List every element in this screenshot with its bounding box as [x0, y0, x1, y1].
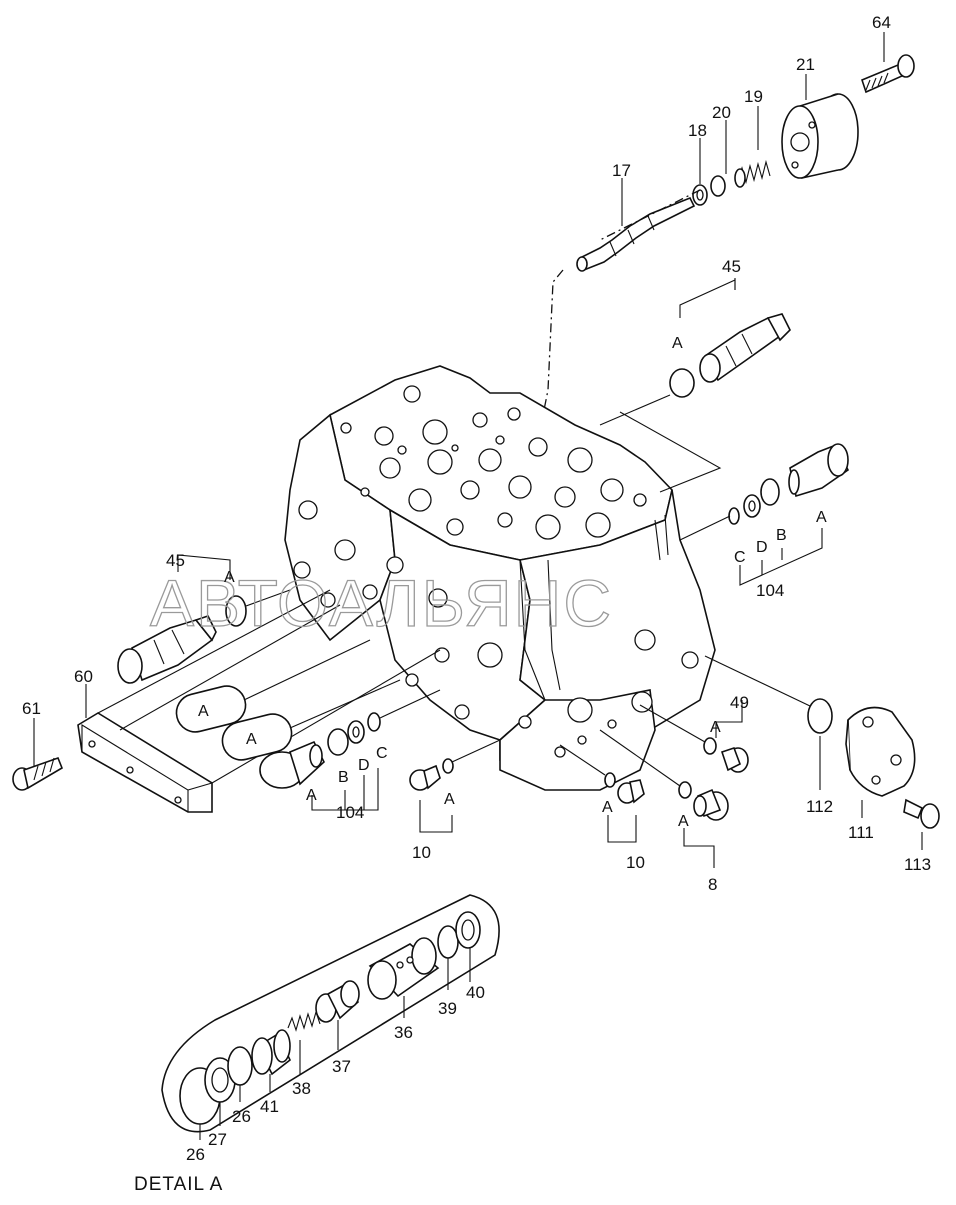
label-17: 17	[612, 161, 631, 180]
label-d-left: D	[358, 757, 370, 774]
label-a-10-left: A	[444, 791, 455, 808]
label-49: 49	[730, 693, 749, 712]
plug-left-104	[259, 740, 325, 789]
relief-valve-45-left	[117, 615, 217, 684]
solenoid-21	[781, 93, 859, 179]
spring-19	[734, 159, 771, 188]
label-b-left: B	[338, 769, 349, 786]
label-45-left: 45	[166, 551, 185, 570]
cover-111	[845, 706, 916, 797]
label-19: 19	[744, 87, 763, 106]
bolt-64	[861, 54, 915, 94]
oval-a-2	[221, 713, 293, 761]
label-64: 64	[872, 13, 891, 32]
label-39: 39	[438, 999, 457, 1018]
o-ring-b-left	[327, 728, 349, 756]
label-a-10-mid: A	[602, 799, 613, 816]
ring-c-left	[367, 712, 381, 732]
part-37	[315, 980, 360, 1023]
label-26-b: 26	[232, 1107, 251, 1126]
valve-body	[284, 365, 716, 791]
washer-18	[692, 184, 708, 206]
detail-a	[161, 894, 500, 1133]
plug-49	[720, 746, 749, 773]
label-c-right: C	[734, 549, 746, 566]
label-a-right-plug: A	[816, 509, 827, 526]
label-26-a: 26	[186, 1145, 205, 1164]
label-d-right: D	[756, 539, 768, 556]
label-18: 18	[688, 121, 707, 140]
watermark: АВТОАЛЬЯНС	[150, 566, 613, 640]
label-41: 41	[260, 1097, 279, 1116]
relief-valve-45-top	[699, 313, 791, 383]
body-holes	[340, 385, 647, 540]
label-112: 112	[806, 797, 833, 816]
label-60: 60	[74, 667, 93, 686]
label-104-left: 104	[336, 803, 364, 822]
label-36: 36	[394, 1023, 413, 1042]
label-a-45-top: A	[672, 335, 683, 352]
label-c-left: C	[376, 745, 388, 762]
bolt-113	[903, 798, 940, 829]
label-10-mid: 10	[626, 853, 645, 872]
plug-right-104	[788, 443, 850, 498]
ring-c-right	[728, 507, 740, 525]
label-a-oval1: A	[198, 703, 209, 720]
o-ring-26-b	[227, 1046, 253, 1086]
label-45-top: 45	[722, 257, 741, 276]
label-8: 8	[708, 875, 717, 894]
label-b-right: B	[776, 527, 787, 544]
label-a-49: A	[710, 719, 721, 736]
label-104-right: 104	[756, 581, 784, 600]
label-27: 27	[208, 1130, 227, 1149]
plug-10-left	[409, 764, 441, 791]
ring-20	[710, 175, 726, 197]
plug-8	[693, 788, 729, 821]
label-10-left: 10	[412, 843, 431, 862]
o-ring-b-right	[760, 478, 780, 506]
label-40: 40	[466, 983, 485, 1002]
spool-17	[576, 196, 696, 272]
spring-38	[287, 1010, 321, 1032]
label-a-8: A	[678, 813, 689, 830]
label-111: 111	[848, 823, 874, 842]
label-a-104-left: A	[306, 787, 317, 804]
o-ring-39	[437, 925, 459, 959]
label-113: 113	[904, 855, 931, 874]
oval-a-1	[175, 685, 247, 733]
plug-10-mid	[617, 779, 645, 804]
o-ring-112	[807, 698, 833, 734]
label-38: 38	[292, 1079, 311, 1098]
detail-caption: DETAIL A	[134, 1174, 223, 1195]
o-ring-a-top	[669, 368, 695, 398]
label-a-oval2: A	[246, 731, 257, 748]
part-41	[251, 1029, 291, 1076]
label-37: 37	[332, 1057, 351, 1076]
label-61: 61	[22, 699, 41, 718]
label-a-45-left: A	[224, 569, 235, 586]
bolt-61	[12, 756, 63, 791]
label-21: 21	[796, 55, 815, 74]
label-20: 20	[712, 103, 731, 122]
o-ring-a-left	[225, 595, 247, 627]
part-36	[367, 937, 440, 1000]
